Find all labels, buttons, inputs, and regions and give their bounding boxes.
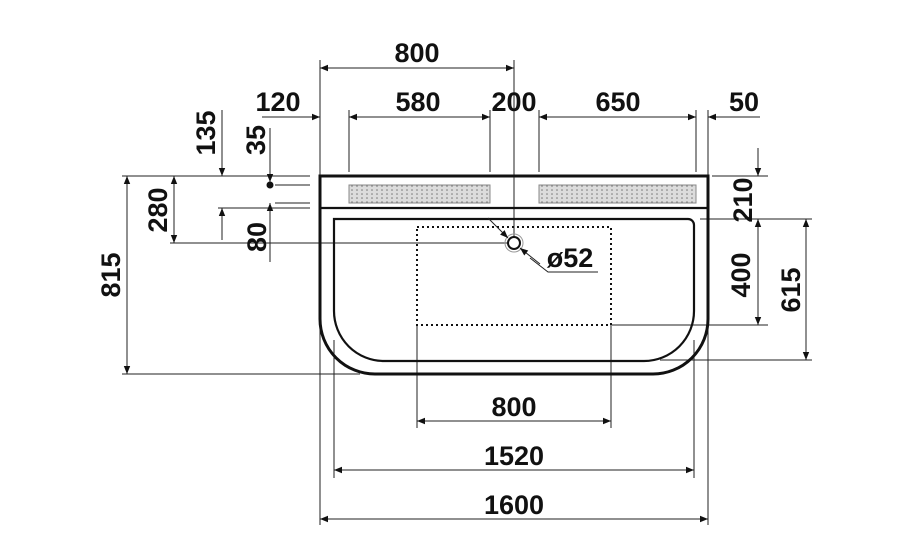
dim-135: 135 <box>191 110 221 155</box>
dim-615: 615 <box>776 267 806 312</box>
dim-drain-diameter: ø52 <box>547 243 594 273</box>
dimension-labels: 800 120 580 200 650 50 815 280 135 35 80… <box>96 38 806 520</box>
drain-icon <box>507 236 521 250</box>
dim-120: 120 <box>255 87 300 117</box>
overflow-slot-left <box>348 184 491 204</box>
dim-210: 210 <box>728 177 758 222</box>
dim-650: 650 <box>595 87 640 117</box>
dimension-lines <box>123 64 810 523</box>
dim-815: 815 <box>96 252 126 297</box>
dim-200: 200 <box>491 87 536 117</box>
dim-800-top: 800 <box>394 38 439 68</box>
dim-580: 580 <box>395 87 440 117</box>
overflow-slot-right <box>538 184 697 204</box>
dim-280: 280 <box>143 187 173 232</box>
dim-1600: 1600 <box>484 490 544 520</box>
dim-1520: 1520 <box>484 441 544 471</box>
dim-35: 35 <box>241 125 271 155</box>
dim-50: 50 <box>729 87 759 117</box>
dim-80: 80 <box>242 222 272 252</box>
tap-hole-dot <box>266 181 274 189</box>
dim-400: 400 <box>726 252 756 297</box>
bowl-area-dotted <box>416 226 612 326</box>
basin-outline <box>266 174 710 376</box>
dim-800-bowl: 800 <box>491 392 536 422</box>
